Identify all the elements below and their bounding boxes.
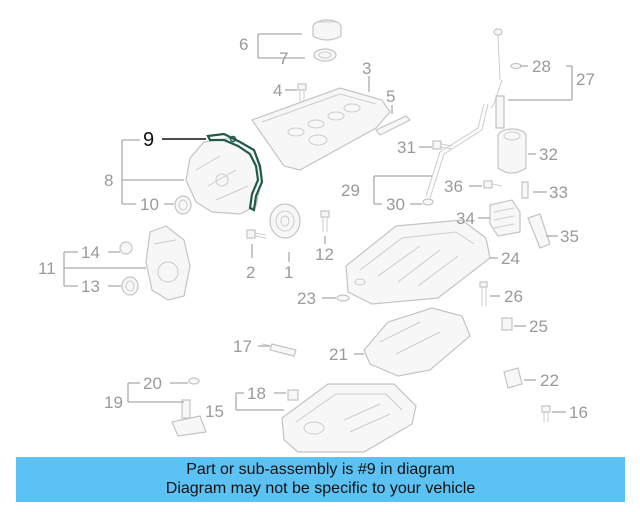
part-plug-14 (119, 241, 133, 255)
part-bolt-36 (483, 180, 503, 189)
callout-6[interactable]: 6 (239, 35, 248, 54)
part-bolt-16 (541, 405, 551, 422)
callout-36[interactable]: 36 (444, 177, 463, 196)
part-timing-cover (185, 137, 263, 215)
callout-14[interactable]: 14 (81, 243, 100, 262)
part-oil-pickup (171, 399, 207, 437)
part-bolt-26 (479, 281, 488, 306)
callout-19[interactable]: 19 (104, 393, 123, 412)
part-bolt-12 (320, 210, 330, 232)
callout-33[interactable]: 33 (549, 183, 568, 202)
part-head-cover-gasket (375, 115, 412, 136)
part-9-gasket-tab (229, 135, 237, 143)
part-lower-oil-pan (281, 383, 417, 453)
part-sensor-33 (521, 181, 529, 199)
part-drain-plug (287, 389, 299, 401)
part-guide-tube (422, 103, 489, 206)
part-9-gasket-highlight (206, 132, 264, 212)
callout-18[interactable]: 18 (247, 384, 266, 403)
callout-22[interactable]: 22 (540, 371, 559, 390)
banner-line-2: Diagram may not be specific to your vehi… (165, 480, 476, 497)
callout-30[interactable]: 30 (386, 195, 405, 214)
callout-31[interactable]: 31 (397, 138, 416, 157)
callout-11[interactable]: 11 (38, 259, 56, 278)
part-sensor-17 (261, 343, 297, 357)
part-oring-20 (188, 377, 200, 385)
callout-12[interactable]: 12 (315, 245, 334, 264)
callout-35[interactable]: 35 (560, 227, 579, 246)
callout-13[interactable]: 13 (81, 277, 100, 296)
callout-34[interactable]: 34 (456, 209, 475, 228)
callout-9[interactable]: 9 (143, 129, 154, 151)
part-dipstick (490, 28, 522, 129)
callout-24[interactable]: 24 (501, 249, 520, 268)
callout-10[interactable]: 10 (140, 195, 159, 214)
callout-25[interactable]: 25 (529, 317, 548, 336)
part-baffle-plate (363, 307, 471, 377)
part-seal-10 (174, 195, 192, 215)
callout-32[interactable]: 32 (539, 145, 558, 164)
part-oil-cooler (489, 199, 521, 237)
part-upper-oil-pan (345, 219, 491, 305)
callout-20[interactable]: 20 (143, 374, 162, 393)
callout-17[interactable]: 17 (233, 337, 252, 356)
callout-labels: 6 7 4 3 5 31 28 27 32 36 33 34 35 29 30 … (38, 35, 595, 422)
part-seal-13 (121, 276, 139, 296)
part-lower-timing-cover (145, 225, 191, 301)
part-bolt-2 (246, 229, 267, 239)
callout-2[interactable]: 2 (246, 263, 255, 282)
callout-15[interactable]: 15 (205, 402, 224, 421)
callout-3[interactable]: 3 (362, 59, 371, 78)
callout-21[interactable]: 21 (329, 345, 348, 364)
part-cylinder-head-cover (251, 87, 391, 171)
part-oil-filter (497, 128, 527, 174)
callout-28[interactable]: 28 (532, 57, 551, 76)
callout-5[interactable]: 5 (386, 87, 395, 106)
info-banner: Part or sub-assembly is #9 in diagram Di… (16, 457, 625, 502)
callout-26[interactable]: 26 (504, 287, 523, 306)
callout-4[interactable]: 4 (273, 81, 282, 100)
callout-27[interactable]: 27 (576, 70, 595, 89)
part-gasket-35 (527, 213, 551, 249)
callout-29[interactable]: 29 (341, 181, 360, 200)
callout-23[interactable]: 23 (297, 289, 316, 308)
part-oil-filler-cap (312, 19, 342, 41)
callout-1[interactable]: 1 (284, 263, 293, 282)
part-oring-23 (336, 294, 350, 302)
part-vibration-damper (269, 203, 301, 239)
part-bolt-31 (432, 140, 453, 150)
part-plug-25 (501, 317, 513, 331)
banner-line-1: Part or sub-assembly is #9 in diagram (186, 461, 455, 478)
part-oil-level-sensor (503, 367, 523, 389)
callout-16[interactable]: 16 (569, 403, 588, 422)
callout-7[interactable]: 7 (279, 49, 288, 68)
part-seal-ring (313, 48, 337, 62)
leader-lines (63, 33, 573, 413)
callout-8[interactable]: 8 (104, 171, 113, 190)
